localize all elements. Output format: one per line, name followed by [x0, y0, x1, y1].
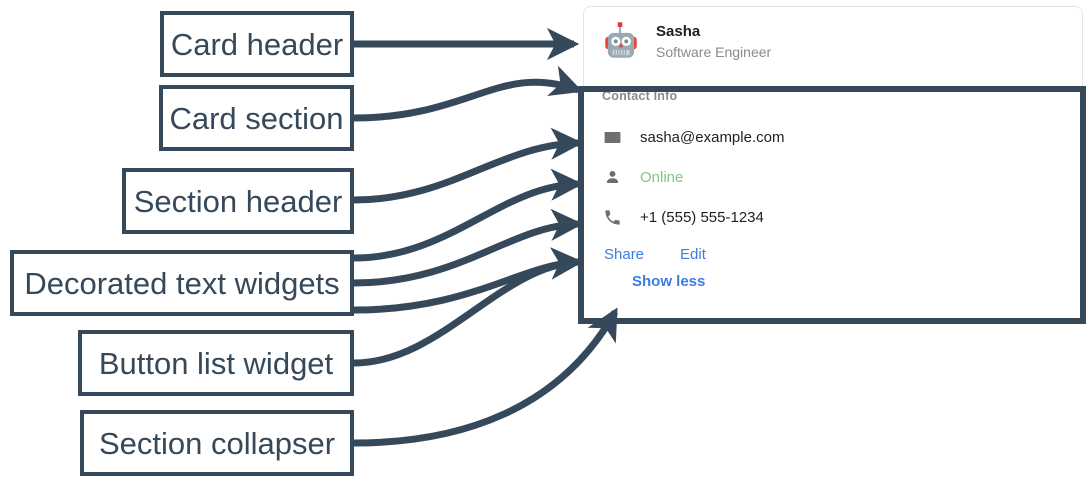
decorated-text-widget-status[interactable]: Online	[602, 157, 1064, 197]
decorated-text-label: sasha@example.com	[640, 128, 785, 146]
annotation-label: Button list widget	[98, 345, 334, 381]
arrow-card-section	[353, 65, 583, 122]
card-header-text: Sasha Software Engineer	[656, 24, 771, 60]
arrow-decorated-text-3	[353, 247, 584, 314]
arrow-decorated-text-2	[353, 208, 584, 287]
arrow-section-header	[353, 127, 584, 204]
annotation-section-header: Section header	[122, 168, 354, 234]
decorated-text-widget-phone[interactable]: +1 (555) 555-1234	[602, 197, 1064, 237]
arrow-section-collapser	[353, 307, 619, 447]
annotation-section-collapser: Section collapser	[80, 410, 354, 476]
decorated-text-widget-email[interactable]: sasha@example.com	[602, 117, 1064, 157]
section-collapser[interactable]: Show less	[632, 273, 706, 290]
decorated-text-label: Online	[640, 168, 684, 186]
decorated-text-label: +1 (555) 555-1234	[640, 208, 764, 226]
decorated-text-widgets: sasha@example.com Online	[602, 117, 1064, 237]
phone-icon	[602, 207, 622, 227]
section-header: Contact Info	[602, 89, 678, 103]
email-icon	[602, 127, 622, 147]
card-section: Contact Info sasha@example.com	[584, 75, 1082, 290]
arrow-decorated-text-1	[353, 168, 584, 262]
annotation-card-section: Card section	[159, 85, 354, 151]
contact-card: Sasha Software Engineer Contact Info sas…	[583, 6, 1083, 323]
annotation-card-header: Card header	[160, 11, 354, 77]
card-title: Sasha	[656, 23, 701, 41]
person-icon	[602, 167, 622, 187]
annotation-label: Decorated text widgets	[24, 265, 340, 301]
annotation-label: Card section	[169, 100, 344, 136]
card-subtitle: Software Engineer	[656, 43, 772, 60]
share-button[interactable]: Share	[604, 245, 645, 263]
edit-button[interactable]: Edit	[680, 245, 706, 263]
arrow-button-list	[353, 247, 584, 367]
card-header: Sasha Software Engineer	[584, 7, 1082, 75]
annotation-label: Section header	[133, 183, 343, 219]
annotation-label: Card header	[170, 26, 344, 62]
robot-avatar-icon	[600, 21, 642, 63]
annotation-decorated-text-widgets: Decorated text widgets	[10, 250, 354, 316]
button-list-widget: Share Edit	[604, 237, 1064, 271]
annotation-label: Section collapser	[98, 425, 336, 461]
annotation-button-list-widget: Button list widget	[78, 330, 354, 396]
